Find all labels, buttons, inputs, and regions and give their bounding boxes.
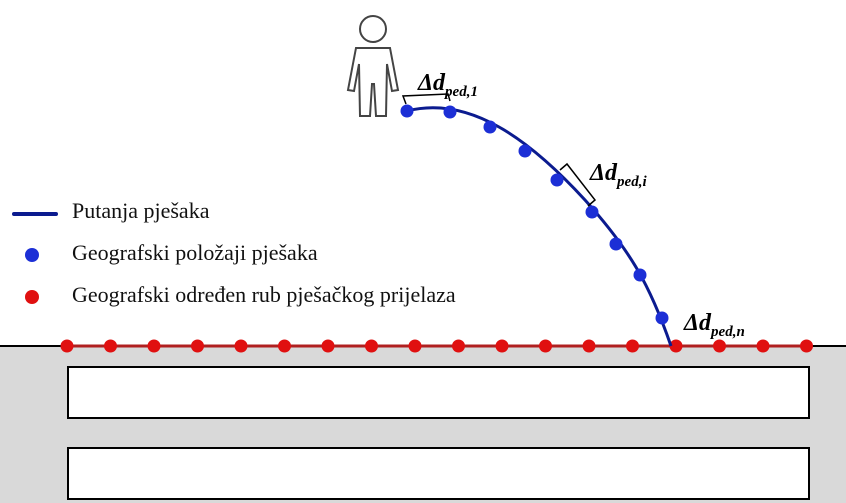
crosswalk-stripe-1	[67, 366, 810, 419]
crossing-edge-point	[321, 339, 335, 353]
crossing-edge-point	[452, 339, 465, 353]
crossing-edge-point	[408, 339, 422, 353]
legend-item-crossing-edge: Geografski određen rub pješačkog prijela…	[12, 280, 456, 322]
distance-annotation-last: Δdped,n	[683, 310, 745, 340]
crossing-edge-point	[582, 339, 596, 353]
distance-annotation-first: Δdped,1	[417, 70, 478, 100]
pedestrian-position-points	[400, 104, 669, 325]
crossing-edge-point	[539, 339, 552, 353]
legend-item-trajectory: Putanja pješaka	[12, 196, 432, 238]
distance-annotation-middle: Δdped,i	[589, 160, 647, 190]
pedestrian-position-point	[585, 205, 599, 219]
blue-dot-swatch	[25, 248, 39, 262]
crosswalk-stripe-2	[67, 447, 810, 500]
trajectory-line-swatch	[12, 212, 58, 216]
crossing-edge-point	[60, 339, 74, 353]
crossing-edge-point	[147, 339, 161, 353]
red-dot-swatch	[25, 290, 39, 304]
pedestrian-position-point	[443, 105, 457, 119]
pedestrian-position-point	[400, 104, 414, 118]
crossing-edge-point	[278, 339, 291, 353]
crossing-edge-point	[669, 339, 683, 353]
legend-item-pedestrian-positions: Geografski položaji pješaka	[12, 238, 432, 280]
crossing-edge-point	[756, 339, 770, 353]
legend-label-crossing-edge: Geografski određen rub pješačkog prijela…	[72, 282, 456, 307]
pedestrian-position-point	[518, 144, 532, 158]
distance-annotations: Δdped,1 Δdped,i Δdped,n	[417, 70, 745, 340]
legend: Putanja pješaka Geografski položaji pješ…	[12, 196, 456, 322]
distance-brackets	[401, 93, 597, 207]
crossing-edge-point	[104, 339, 117, 353]
pedestrian-icon	[346, 15, 400, 117]
crossing-edge-point	[713, 339, 726, 353]
legend-label-trajectory: Putanja pješaka	[72, 198, 210, 223]
pedestrian-position-point	[483, 120, 497, 134]
pedestrian-position-point	[655, 311, 669, 325]
crossing-edge-point	[626, 339, 639, 353]
crossing-edge-points	[60, 339, 813, 353]
crossing-edge-point	[365, 339, 378, 353]
pedestrian-position-point	[609, 237, 623, 251]
pedestrian-position-point	[633, 268, 647, 282]
pedestrian-trajectory	[406, 106, 673, 347]
crossing-edge-point	[495, 339, 509, 353]
crossing-edge-point	[191, 339, 204, 353]
crossing-edge-point	[234, 339, 248, 353]
pedestrian-position-point	[550, 173, 564, 187]
crossing-edge-point	[800, 339, 813, 353]
legend-label-pedestrian-positions: Geografski položaji pješaka	[72, 240, 318, 265]
